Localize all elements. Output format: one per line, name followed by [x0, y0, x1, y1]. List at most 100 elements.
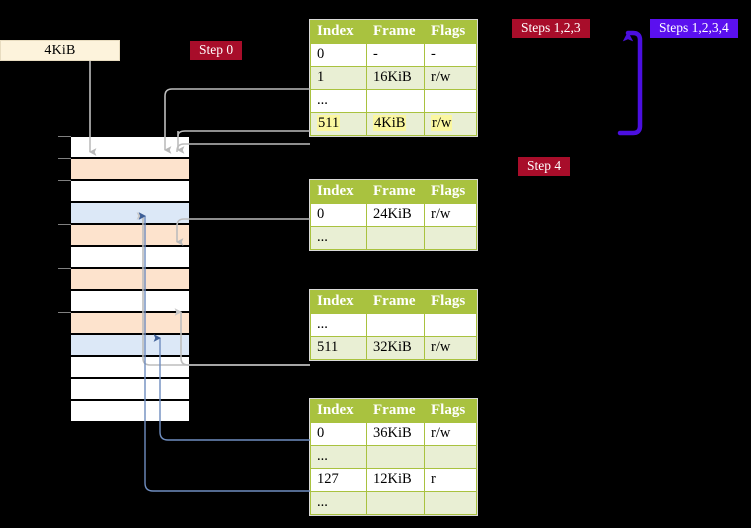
- memory-row-10: [70, 356, 190, 378]
- memory-row-5: [70, 246, 190, 268]
- frame-4kib-box: 4KiB: [0, 40, 120, 61]
- badge-step-0-label: Step 0: [199, 42, 234, 57]
- cell-flags: r/w: [424, 422, 477, 446]
- cell-flags: [424, 491, 477, 515]
- badge-steps-1-2-3-4: Steps 1,2,3,4: [650, 19, 738, 38]
- memory-tick-4: [58, 224, 71, 225]
- cell-flags: [424, 445, 477, 469]
- column-header-index: Index: [310, 399, 367, 423]
- cell-index: ...: [310, 313, 367, 337]
- table-row: ...: [310, 313, 477, 337]
- column-header-index: Index: [310, 20, 367, 44]
- memory-row-4: [70, 224, 190, 246]
- cell-flags: r/w: [424, 203, 477, 227]
- memory-row-7: [70, 290, 190, 312]
- memory-row-11: [70, 378, 190, 400]
- wire-table0-row511-to-memory: [176, 130, 310, 154]
- memory-tick-1: [58, 158, 71, 159]
- highlighted-value: 4KiB: [373, 115, 407, 131]
- highlighted-value: 511: [317, 115, 341, 131]
- cell-index: 511: [310, 112, 367, 136]
- memory-tick-0: [58, 136, 71, 137]
- cell-frame: 4KiB: [366, 112, 425, 136]
- badge-step-0: Step 0: [190, 41, 243, 60]
- cell-index: 0: [310, 422, 367, 446]
- cell-flags: [424, 226, 477, 250]
- column-header-frame: Frame: [366, 20, 425, 44]
- cell-index: 1: [310, 66, 367, 90]
- memory-row-9: [70, 334, 190, 356]
- table-row: ...: [310, 491, 477, 515]
- memory-row-6: [70, 268, 190, 290]
- memory-tick-2: [58, 180, 71, 181]
- badge-step-4-label: Step 4: [527, 158, 562, 173]
- frame-4kib-label: 4KiB: [44, 42, 76, 58]
- column-header-flags: Flags: [424, 290, 477, 314]
- badge-steps-1-2-3-4-label: Steps 1,2,3,4: [659, 20, 729, 35]
- column-header-flags: Flags: [424, 180, 477, 204]
- highlighted-value: r/w: [431, 115, 453, 131]
- memory-tick-8: [58, 312, 71, 313]
- cell-index: ...: [310, 445, 367, 469]
- column-header-frame: Frame: [366, 399, 425, 423]
- cell-frame: 32KiB: [366, 336, 425, 360]
- cell-frame: 24KiB: [366, 203, 425, 227]
- cell-frame: [366, 445, 425, 469]
- column-header-index: Index: [310, 180, 367, 204]
- cell-frame: 36KiB: [366, 422, 425, 446]
- cell-frame: [366, 226, 425, 250]
- cell-frame: 12KiB: [366, 468, 425, 492]
- cell-index: ...: [310, 491, 367, 515]
- column-header-index: Index: [310, 290, 367, 314]
- cell-frame: [366, 313, 425, 337]
- table-row: ...: [310, 89, 477, 113]
- cell-flags: [424, 313, 477, 337]
- memory-tick-6: [58, 268, 71, 269]
- cell-flags: r/w: [424, 112, 477, 136]
- cell-frame: -: [366, 43, 425, 67]
- physical-memory-column: [70, 136, 190, 422]
- memory-row-8: [70, 312, 190, 334]
- cell-frame: [366, 89, 425, 113]
- cell-flags: -: [424, 43, 477, 67]
- wire-memory-row8-uparrow: [174, 308, 310, 366]
- table-row: ...: [310, 445, 477, 469]
- cell-flags: r: [424, 468, 477, 492]
- column-header-frame: Frame: [366, 180, 425, 204]
- badge-step-4: Step 4: [518, 157, 571, 176]
- cell-flags: r/w: [424, 66, 477, 90]
- cell-flags: [424, 89, 477, 113]
- memory-row-0: [70, 136, 190, 158]
- table-row: 511 4KiB r/w: [310, 112, 477, 136]
- cell-index: ...: [310, 226, 367, 250]
- cell-index: 511: [310, 336, 367, 360]
- table-row: ...: [310, 226, 477, 250]
- cell-index: ...: [310, 89, 367, 113]
- column-header-flags: Flags: [424, 20, 477, 44]
- arrow-steps-bracket: [617, 30, 643, 136]
- cell-frame: 16KiB: [366, 66, 425, 90]
- cell-frame: [366, 491, 425, 515]
- cell-index: 0: [310, 43, 367, 67]
- wire-table1-row0-to-memory: [175, 218, 310, 246]
- memory-row-12: [70, 400, 190, 422]
- memory-row-3: [70, 202, 190, 224]
- badge-steps-1-2-3: Steps 1,2,3: [512, 19, 590, 38]
- memory-row-1: [70, 158, 190, 180]
- cell-index: 0: [310, 203, 367, 227]
- column-header-flags: Flags: [424, 399, 477, 423]
